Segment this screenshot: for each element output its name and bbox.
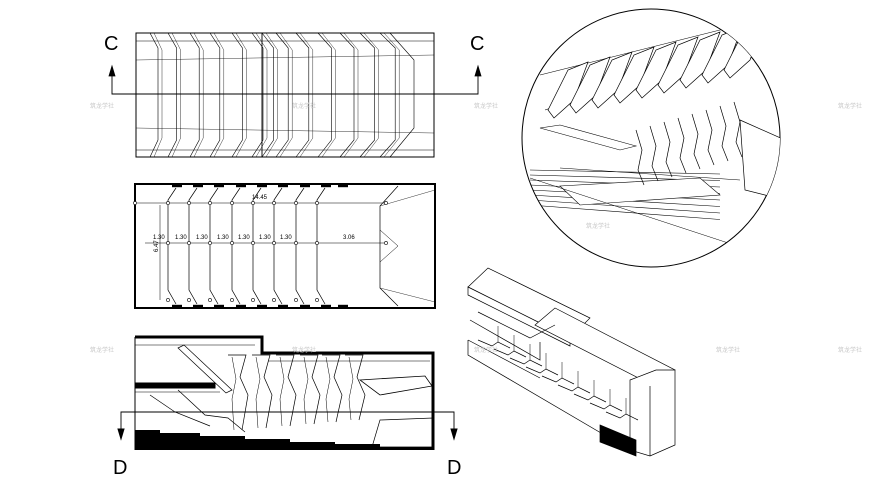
top-ceiling-plan [108, 32, 482, 158]
section-marker-c-right: C [470, 33, 484, 55]
svg-text:筑龙学社: 筑龙学社 [474, 102, 498, 110]
bay-dimension-label: 1.30 [153, 235, 165, 241]
svg-text:筑龙学社: 筑龙学社 [838, 102, 862, 110]
overall-length-label: 14.45 [252, 195, 268, 201]
dimensioned-plan [134, 183, 436, 309]
svg-text:筑龙学社: 筑龙学社 [716, 346, 740, 354]
width-label: 6.47 [154, 240, 160, 252]
svg-text:筑龙学社: 筑龙学社 [586, 222, 610, 230]
bay-dimension-label: 1.30 [217, 235, 229, 241]
svg-text:筑龙学社: 筑龙学社 [292, 102, 316, 110]
bay-dimension-label: 1.30 [280, 235, 292, 241]
axonometric-model [467, 267, 676, 457]
svg-text:筑龙学社: 筑龙学社 [292, 346, 316, 354]
section-marker-c-left: C [104, 33, 118, 55]
bay-dimension-labels: 1.30 1.30 1.30 1.30 1.30 1.30 1.30 3.06 [153, 235, 355, 241]
longitudinal-section [117, 335, 458, 450]
svg-text:筑龙学社: 筑龙学社 [90, 102, 114, 110]
bay-dimension-label: 1.30 [259, 235, 271, 241]
svg-text:筑龙学社: 筑龙学社 [474, 346, 498, 354]
section-marker-d-right: D [447, 457, 461, 479]
dimension-nodes [133, 201, 388, 302]
bay-dimension-label: 1.30 [196, 235, 208, 241]
bay-dimension-label: 3.06 [343, 235, 355, 241]
bay-dimension-label: 1.30 [238, 235, 250, 241]
interior-perspective-circle [521, 8, 781, 268]
watermarks: 筑龙学社 筑龙学社 筑龙学社 筑龙学社 筑龙学社 筑龙学社 筑龙学社 筑龙学社 … [90, 102, 862, 354]
svg-text:筑龙学社: 筑龙学社 [90, 346, 114, 354]
bay-dimension-label: 1.30 [175, 235, 187, 241]
svg-text:筑龙学社: 筑龙学社 [838, 346, 862, 354]
section-marker-d-left: D [113, 457, 127, 479]
